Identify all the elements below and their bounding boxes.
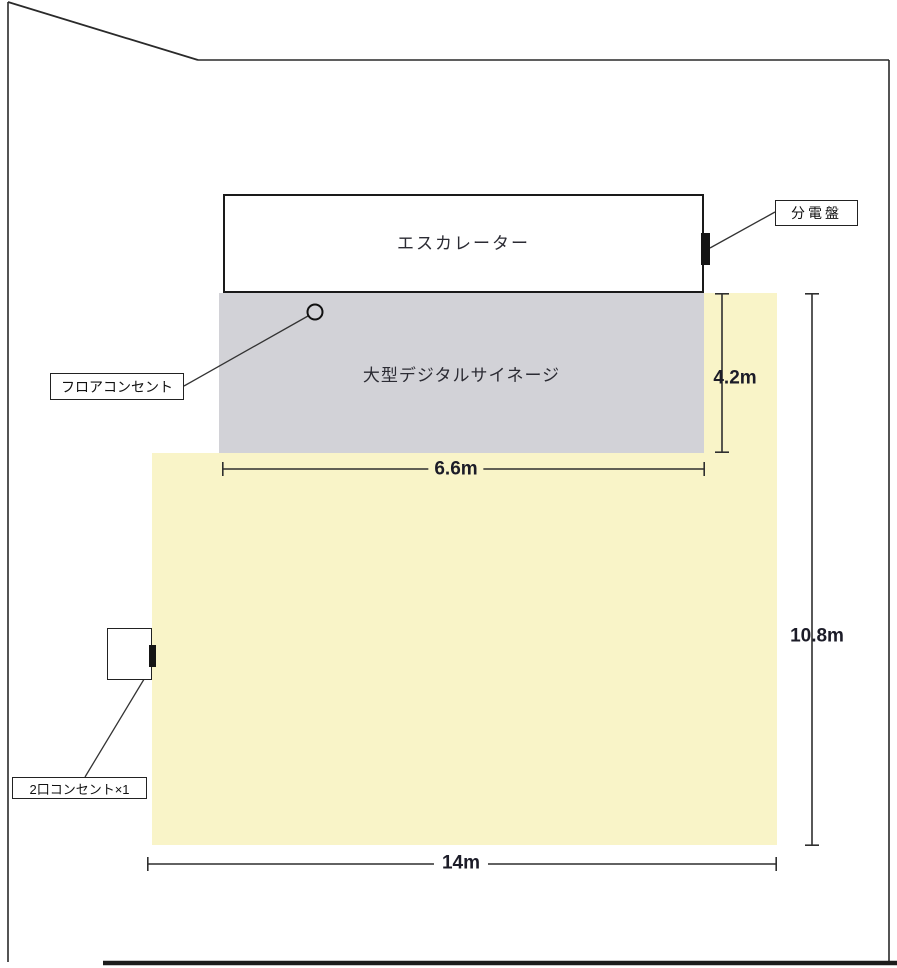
double-outlet-box bbox=[107, 628, 152, 680]
escalator-area-label: エスカレーター bbox=[397, 234, 530, 253]
double-outlet-label-text: 2口コンセント×1 bbox=[29, 781, 130, 797]
dim-label-signage-depth: 4.2m bbox=[713, 367, 757, 389]
event-space-upper-strip bbox=[704, 293, 777, 454]
event-space-main bbox=[152, 453, 777, 845]
double-outlet-label: 2口コンセント×1 bbox=[12, 777, 147, 799]
distribution-board-label-text: 分電盤 bbox=[791, 205, 842, 221]
dim-label-signage-width: 6.6m bbox=[428, 459, 484, 479]
floor-outlet-label: フロアコンセント bbox=[50, 373, 184, 400]
leader-double-outlet bbox=[84, 665, 153, 778]
floor-outlet-label-text: フロアコンセント bbox=[61, 378, 173, 395]
signage-area: 大型デジタルサイネージ bbox=[219, 293, 704, 453]
dim-label-space-depth: 10.8m bbox=[790, 625, 844, 647]
escalator-area: エスカレーター bbox=[223, 194, 704, 293]
dim-line-space-depth bbox=[805, 293, 819, 846]
wall-diagonal bbox=[7, 1, 199, 61]
leader-distribution-board bbox=[709, 211, 776, 249]
dim-label-space-width: 14m bbox=[433, 853, 489, 873]
double-outlet-marker bbox=[149, 645, 156, 667]
distribution-board-label: 分電盤 bbox=[775, 200, 858, 226]
distribution-board-marker bbox=[701, 233, 710, 265]
signage-area-label: 大型デジタルサイネージ bbox=[362, 365, 561, 385]
